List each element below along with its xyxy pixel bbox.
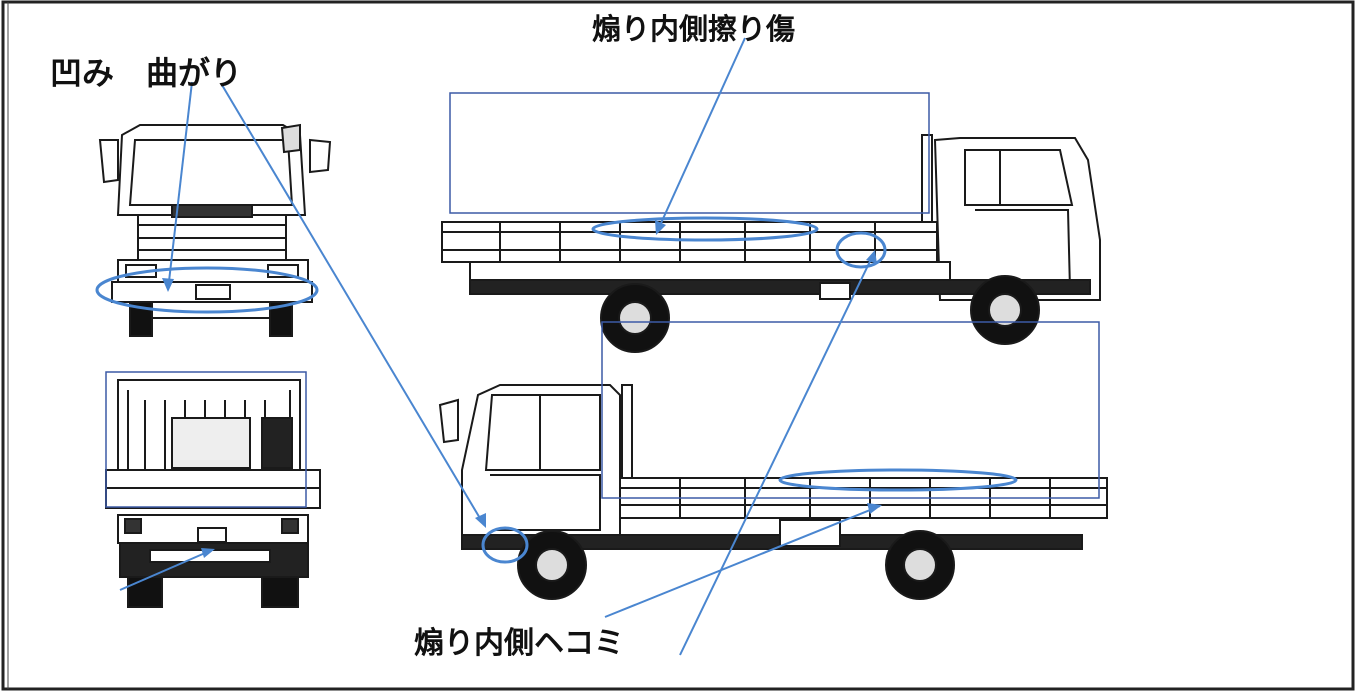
leader-lines bbox=[119, 37, 881, 656]
bottom-truck-box bbox=[601, 321, 1100, 499]
arrowhead bbox=[162, 278, 174, 292]
rear-view bbox=[105, 379, 321, 608]
arrowhead bbox=[866, 250, 877, 264]
top-rear-corner-ellipse bbox=[835, 231, 887, 269]
inner-scratch-label: 煽り内側擦り傷 bbox=[592, 12, 796, 46]
leader-scratch-top bbox=[656, 37, 746, 233]
leader-inner-dent-bottom bbox=[604, 505, 881, 618]
leader-dent-front bbox=[167, 81, 193, 291]
arrowhead bbox=[475, 513, 486, 528]
bottom-deck-ellipse bbox=[778, 468, 1018, 492]
dent-bend-label: 凹み 曲がり bbox=[50, 54, 243, 92]
damage-ellipses bbox=[95, 216, 1018, 564]
leader-bend-front bbox=[221, 84, 485, 526]
left-side-view bbox=[438, 384, 1108, 600]
arrowhead bbox=[201, 548, 215, 558]
arrowheads bbox=[162, 220, 882, 558]
front-bumper-ellipse bbox=[95, 266, 319, 314]
front-view bbox=[98, 123, 332, 337]
rear-view-box bbox=[105, 371, 307, 508]
inner-dent-label: 煽り内側ヘコミ bbox=[414, 626, 624, 661]
right-side-view bbox=[441, 134, 1101, 353]
arrowhead bbox=[655, 220, 666, 235]
bottom-front-corner-ellipse bbox=[481, 526, 529, 564]
leader-rear-plate bbox=[119, 549, 213, 591]
arrowhead bbox=[867, 503, 882, 514]
leader-inner-dent-top bbox=[679, 252, 875, 656]
top-truck-box bbox=[449, 92, 930, 214]
top-deck-ellipse bbox=[591, 216, 819, 242]
focus-boxes bbox=[105, 92, 1100, 508]
